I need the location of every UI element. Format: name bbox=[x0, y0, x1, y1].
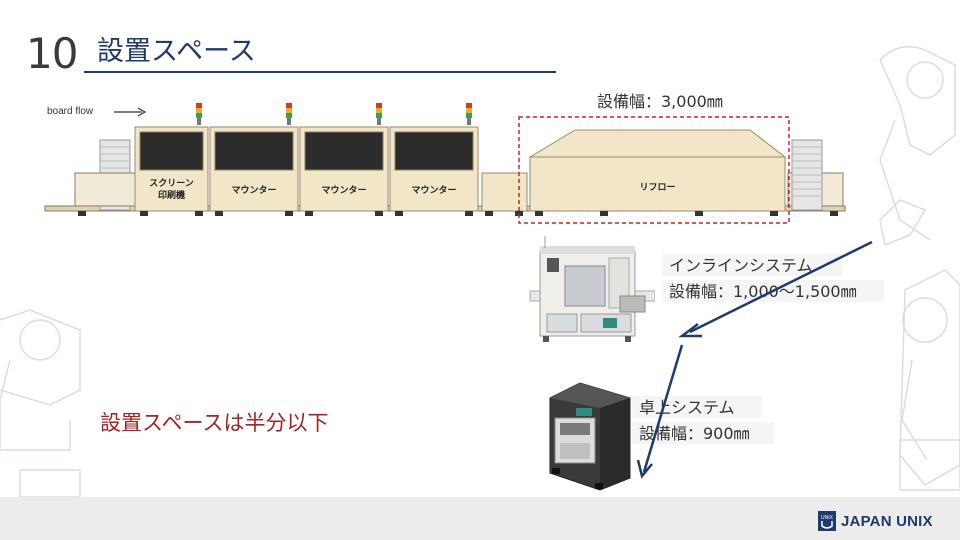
title-underline bbox=[84, 71, 556, 73]
machine-label-mounter: マウンター bbox=[321, 186, 367, 196]
board-flow-arrow-icon bbox=[114, 107, 147, 117]
headline-half-space: 設置スペースは半分以下 bbox=[100, 411, 329, 435]
reflow-highlight-box bbox=[518, 116, 790, 224]
inline-system-name-bg bbox=[662, 254, 842, 276]
footer-bar bbox=[0, 497, 960, 540]
machine-label-reflow: リフロー bbox=[639, 183, 676, 193]
desktop-system-width: 設備幅：900㎜ bbox=[639, 424, 750, 443]
slide-number: 10 bbox=[26, 29, 78, 78]
production-line-diagram bbox=[44, 103, 846, 224]
board-flow-label: board flow bbox=[47, 106, 94, 117]
reflow-width-caption: 設備幅：3,000㎜ bbox=[597, 92, 723, 111]
machine-label-mounter: マウンター bbox=[231, 186, 277, 196]
inline-system-width: 設備幅：1,000～1,500㎜ bbox=[669, 282, 857, 301]
japan-unix-badge-icon: UNIX bbox=[818, 511, 836, 531]
slide-title: 設置スペース bbox=[97, 36, 256, 67]
machine-label-mounter: マウンター bbox=[411, 186, 457, 196]
downsizing-arrows bbox=[636, 240, 873, 479]
desktop-system-machine-image bbox=[549, 382, 631, 491]
inline-system-machine-image bbox=[529, 236, 655, 342]
signal-towers bbox=[196, 103, 472, 125]
svg-text:UNIX: UNIX bbox=[821, 515, 834, 521]
logo-text: JAPAN UNIX bbox=[841, 512, 933, 530]
arrow-head-icon bbox=[678, 323, 702, 338]
inline-system-name: インラインシステム bbox=[669, 256, 813, 275]
machine-label-printer: スクリーン 印刷機 bbox=[149, 179, 194, 201]
desktop-system-width-bg bbox=[632, 422, 774, 444]
japan-unix-logo: UNIX JAPAN UNIX bbox=[818, 510, 933, 532]
arrow-head-icon bbox=[636, 459, 653, 479]
